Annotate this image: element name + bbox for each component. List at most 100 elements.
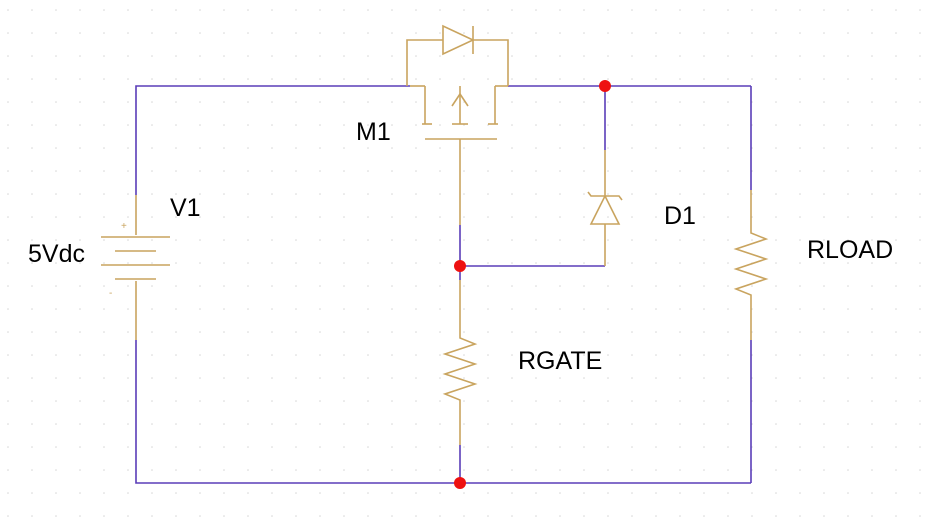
grid-dot — [55, 377, 57, 379]
grid-dot — [703, 308, 705, 310]
grid-dot — [775, 101, 777, 103]
grid-dot — [175, 354, 177, 356]
grid-dot — [151, 55, 153, 57]
grid-dot — [391, 124, 393, 126]
grid-dot — [151, 216, 153, 218]
grid-dot — [247, 469, 249, 471]
wire-top-left[interactable] — [135, 85, 410, 195]
grid-dot — [463, 285, 465, 287]
grid-dot — [7, 147, 9, 149]
grid-dot — [7, 331, 9, 333]
grid-dot — [343, 400, 345, 402]
grid-dot — [343, 492, 345, 494]
grid-dot — [439, 377, 441, 379]
grid-dot — [7, 216, 9, 218]
grid-dot — [895, 331, 897, 333]
grid-dot — [55, 515, 57, 517]
grid-dot — [775, 32, 777, 34]
grid-dot — [775, 55, 777, 57]
grid-dot — [583, 354, 585, 356]
grid-dot — [823, 285, 825, 287]
grid-dot — [607, 101, 609, 103]
grid-dot — [391, 216, 393, 218]
grid-dot — [751, 32, 753, 34]
grid-dot — [535, 32, 537, 34]
grid-dot — [199, 423, 201, 425]
grid-dot — [391, 446, 393, 448]
grid-dot — [727, 216, 729, 218]
grid-dot — [727, 170, 729, 172]
grid-dot — [511, 262, 513, 264]
grid-dot — [295, 262, 297, 264]
resistor-rgate[interactable] — [442, 280, 478, 445]
grid-dot — [583, 285, 585, 287]
grid-dot — [151, 377, 153, 379]
grid-dot — [367, 262, 369, 264]
grid-dot — [559, 446, 561, 448]
grid-dot — [727, 101, 729, 103]
grid-dot — [823, 9, 825, 11]
grid-dot — [319, 331, 321, 333]
grid-dot — [655, 354, 657, 356]
grid-dot — [415, 216, 417, 218]
grid-dot — [631, 9, 633, 11]
grid-dot — [175, 9, 177, 11]
grid-dot — [751, 285, 753, 287]
grid-dot — [79, 239, 81, 241]
grid-dot — [631, 285, 633, 287]
wire-bottom[interactable] — [135, 340, 751, 484]
grid-dot — [487, 515, 489, 517]
grid-dot — [895, 9, 897, 11]
grid-dot — [103, 423, 105, 425]
grid-dot — [271, 515, 273, 517]
grid-dot — [871, 78, 873, 80]
grid-dot — [535, 78, 537, 80]
zener-d1[interactable] — [587, 150, 623, 266]
grid-dot — [511, 354, 513, 356]
grid-dot — [535, 354, 537, 356]
grid-dot — [559, 331, 561, 333]
grid-dot — [871, 331, 873, 333]
grid-dot — [703, 400, 705, 402]
grid-dot — [583, 193, 585, 195]
grid-dot — [391, 400, 393, 402]
grid-dot — [463, 147, 465, 149]
grid-dot — [55, 400, 57, 402]
grid-dot — [127, 377, 129, 379]
grid-dot — [871, 262, 873, 264]
grid-dot — [343, 55, 345, 57]
grid-dot — [223, 492, 225, 494]
grid-dot — [823, 377, 825, 379]
grid-dot — [655, 193, 657, 195]
grid-dot — [31, 239, 33, 241]
grid-dot — [151, 193, 153, 195]
source-v1[interactable]: + - — [101, 195, 170, 340]
grid-dot — [871, 216, 873, 218]
grid-dot — [823, 423, 825, 425]
grid-dot — [871, 377, 873, 379]
grid-dot — [535, 262, 537, 264]
grid-dot — [919, 285, 921, 287]
mosfet-m1[interactable] — [406, 24, 509, 225]
grid-dot — [151, 469, 153, 471]
grid-dot — [511, 78, 513, 80]
grid-dot — [79, 354, 81, 356]
grid-dot — [823, 515, 825, 517]
grid-dot — [919, 423, 921, 425]
grid-dot — [343, 78, 345, 80]
grid-dot — [31, 262, 33, 264]
grid-dot — [703, 331, 705, 333]
grid-dot — [751, 492, 753, 494]
grid-dot — [535, 331, 537, 333]
resistor-rload[interactable] — [733, 190, 769, 340]
grid-dot — [127, 515, 129, 517]
grid-dot — [487, 400, 489, 402]
grid-dot — [319, 377, 321, 379]
grid-dot — [727, 147, 729, 149]
grid-dot — [151, 124, 153, 126]
grid-dot — [775, 285, 777, 287]
grid-dot — [31, 446, 33, 448]
grid-dot — [55, 262, 57, 264]
grid-dot — [631, 469, 633, 471]
grid-dot — [607, 9, 609, 11]
